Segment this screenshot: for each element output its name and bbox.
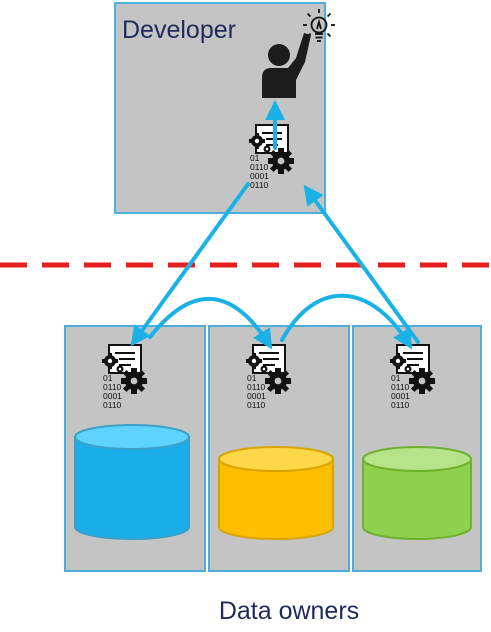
svg-text:01: 01 — [103, 373, 113, 383]
code-gear-icon: 01 0110 0001 0110 — [101, 344, 148, 410]
svg-text:0110: 0110 — [247, 382, 266, 392]
data-owner-panel-3: 01 0110 0001 0110 — [352, 325, 482, 572]
data-owner-panel-1: 01 0110 0001 0110 — [64, 325, 206, 572]
code-gear-icon: 01 0110 0001 0110 — [245, 344, 292, 410]
data-owners-label: Data owners — [219, 597, 359, 625]
code-line-2: 0110 — [250, 162, 269, 172]
developer-panel — [114, 2, 326, 214]
database-icon — [74, 424, 190, 540]
lightbulb-icon — [303, 9, 335, 42]
svg-text:0110: 0110 — [391, 400, 410, 410]
svg-text:0110: 0110 — [103, 382, 122, 392]
code-line-1: 01 — [250, 153, 260, 163]
svg-text:0001: 0001 — [103, 391, 122, 401]
code-gear-icon: 01 0110 0001 0110 — [389, 344, 436, 410]
svg-text:01: 01 — [247, 373, 257, 383]
arrow-developer-to-owner-1 — [130, 182, 250, 347]
code-line-4: 0110 — [250, 180, 269, 190]
database-icon — [362, 446, 472, 540]
developer-code-gear-icon: 01 0110 0001 0110 — [248, 124, 295, 190]
svg-text:0110: 0110 — [391, 382, 410, 392]
svg-text:0110: 0110 — [247, 400, 266, 410]
arrow-owner-3-to-developer — [303, 184, 420, 344]
svg-text:0110: 0110 — [103, 400, 122, 410]
arrow-owner-1-to-owner-2 — [148, 296, 273, 350]
svg-text:01: 01 — [391, 373, 401, 383]
data-owner-panel-2: 01 0110 0001 0110 — [208, 325, 350, 572]
svg-text:0001: 0001 — [247, 391, 266, 401]
code-line-3: 0001 — [250, 171, 269, 181]
flow-arrows — [130, 100, 420, 350]
person-icon — [262, 33, 311, 98]
database-icon — [218, 446, 334, 540]
arrow-owner-2-to-owner-3 — [280, 293, 413, 350]
developer-label: Developer — [122, 16, 236, 44]
svg-text:0001: 0001 — [391, 391, 410, 401]
